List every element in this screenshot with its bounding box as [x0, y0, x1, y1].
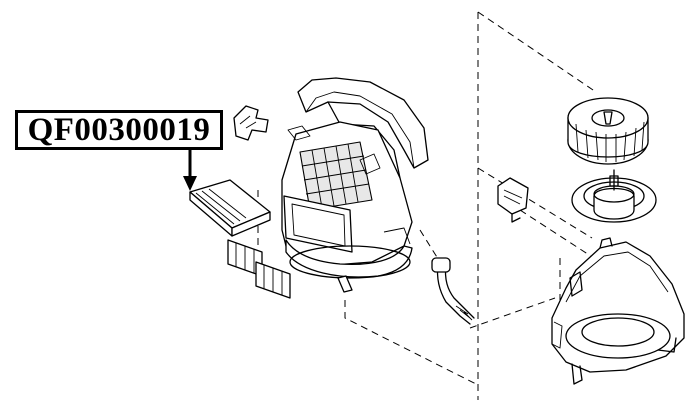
callout-arrow: [183, 150, 197, 191]
part-number-callout: QF00300019: [15, 110, 223, 150]
blower-motor: [571, 169, 657, 223]
assembly-guide-lines: [257, 11, 601, 400]
part-number-label: QF00300019: [27, 111, 211, 148]
filter-element-pieces: [227, 239, 291, 299]
lower-blower-case: [551, 237, 685, 385]
blower-fan: [567, 97, 649, 165]
blower-unit-housing: [281, 77, 429, 293]
cabin-air-filter: [189, 179, 271, 237]
drain-hose: [431, 257, 475, 325]
blower-resistor: [497, 177, 529, 223]
clip-bracket: [233, 105, 269, 141]
